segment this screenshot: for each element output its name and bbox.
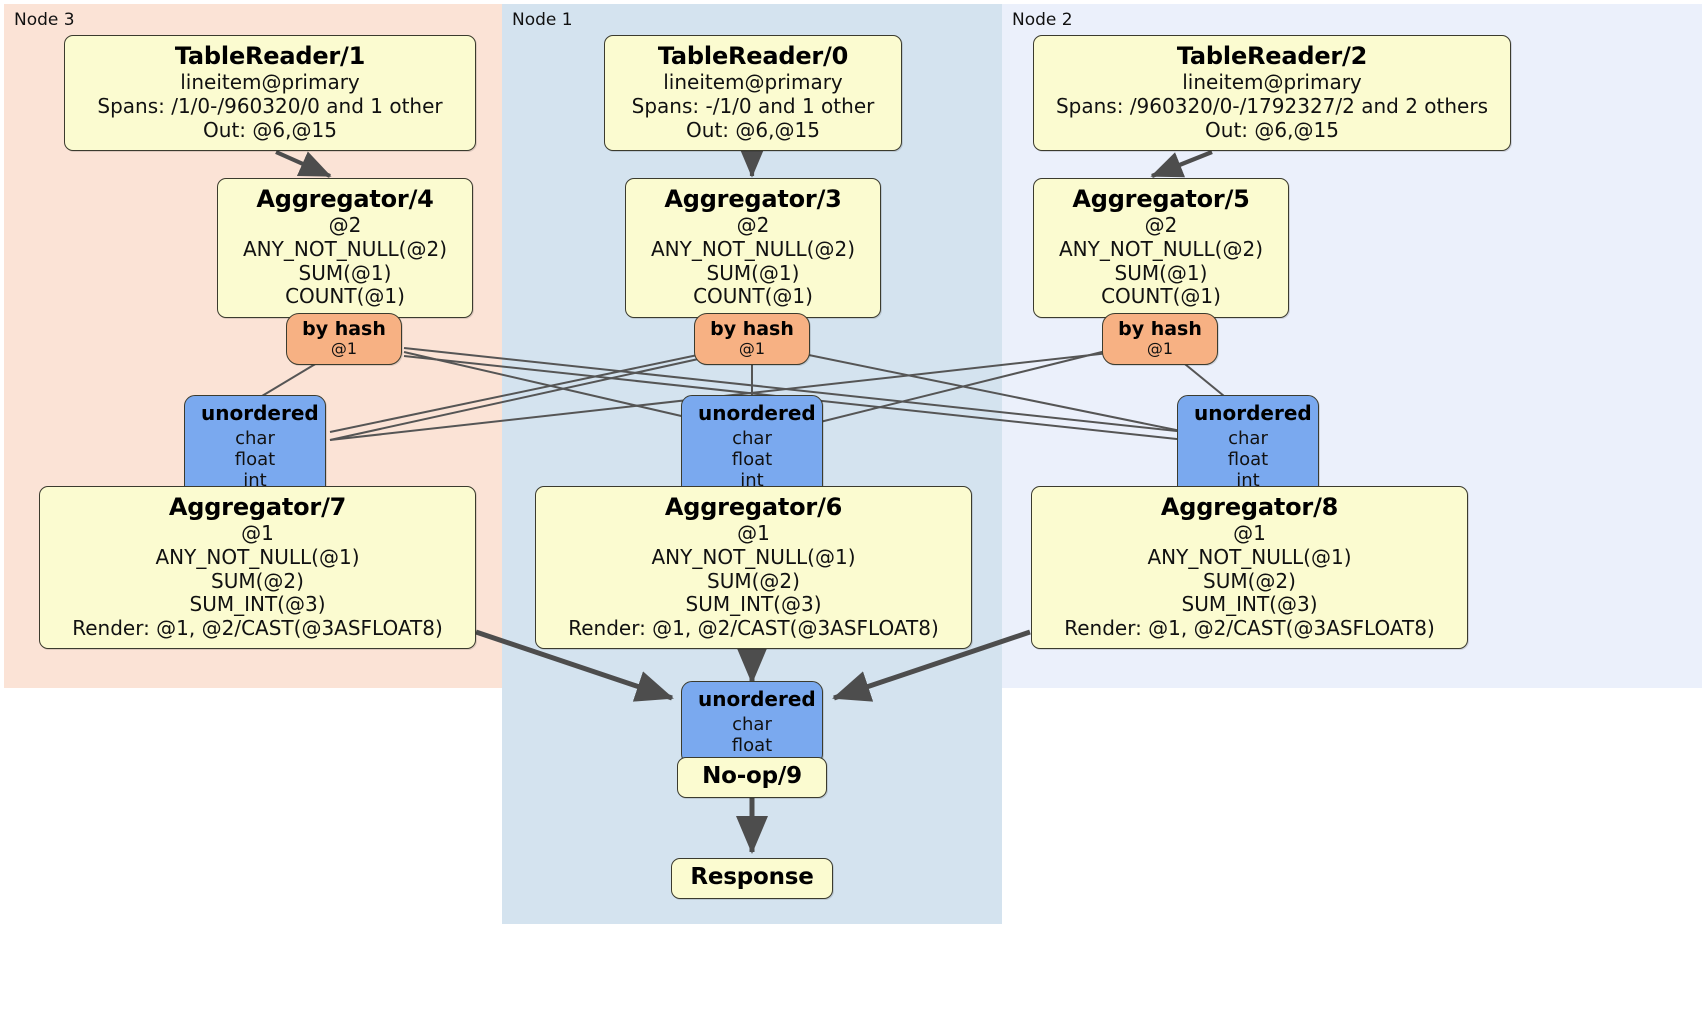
synchronizer-detail: float <box>234 448 276 470</box>
processor-detail: ANY_NOT_NULL(@2) <box>651 236 855 261</box>
processor-detail: SUM_INT(@3) <box>1181 592 1318 617</box>
processor-detail: Spans: /1/0-/960320/0 and 1 other <box>97 93 443 118</box>
processor-tablereader-2[interactable]: TableReader/2 lineitem@primary Spans: /9… <box>1033 35 1511 152</box>
processor-title: TableReader/2 <box>1176 42 1368 70</box>
router-detail: @1 <box>1146 339 1174 359</box>
processor-aggregator-6[interactable]: Aggregator/6 @1 ANY_NOT_NULL(@1) SUM(@2)… <box>535 486 972 650</box>
synchronizer-title: unordered <box>698 401 816 425</box>
synchronizer-detail: int <box>1236 470 1260 492</box>
processor-title: Aggregator/7 <box>168 493 347 521</box>
processor-detail: lineitem@primary <box>180 70 360 95</box>
processor-detail: SUM(@2) <box>211 568 304 593</box>
synchronizer-detail: char <box>732 713 772 735</box>
processor-detail: @2 <box>328 213 362 238</box>
synchronizer-unordered-right[interactable]: unordered char float int <box>1177 395 1319 501</box>
processor-response[interactable]: Response <box>671 858 833 900</box>
processor-detail: Spans: -/1/0 and 1 other <box>631 93 875 118</box>
router-detail: @1 <box>738 339 766 359</box>
synchronizer-title: unordered <box>1194 401 1312 425</box>
processor-title: Response <box>690 864 814 890</box>
synchronizer-detail: float <box>731 734 773 756</box>
processor-detail: Render: @1, @2/CAST(@3ASFLOAT8) <box>72 615 443 640</box>
processor-title: TableReader/0 <box>657 42 849 70</box>
router-by-hash-center[interactable]: by hash @1 <box>694 313 810 366</box>
router-by-hash-left[interactable]: by hash @1 <box>286 313 402 366</box>
processor-detail: @1 <box>241 521 274 546</box>
processor-aggregator-5[interactable]: Aggregator/5 @2 ANY_NOT_NULL(@2) SUM(@1)… <box>1033 178 1289 318</box>
router-by-hash-right[interactable]: by hash @1 <box>1102 313 1218 366</box>
router-title: by hash <box>710 318 794 340</box>
processor-title: Aggregator/5 <box>1072 185 1250 213</box>
processor-detail: Spans: /960320/0-/1792327/2 and 2 others <box>1055 93 1488 118</box>
processor-title: No-op/9 <box>702 763 802 789</box>
processor-aggregator-8[interactable]: Aggregator/8 @1 ANY_NOT_NULL(@1) SUM(@2)… <box>1031 486 1468 650</box>
processor-detail: @2 <box>1144 213 1178 238</box>
processor-detail: SUM(@1) <box>1114 260 1208 285</box>
processor-title: Aggregator/8 <box>1160 493 1339 521</box>
processor-detail: SUM(@2) <box>1203 568 1296 593</box>
processor-detail: SUM(@1) <box>298 260 392 285</box>
processor-detail: SUM(@2) <box>707 568 800 593</box>
synchronizer-detail: int <box>740 470 764 492</box>
synchronizer-title: unordered <box>201 401 319 425</box>
synchronizer-title: unordered <box>698 687 816 711</box>
router-title: by hash <box>1118 318 1202 340</box>
processor-title: Aggregator/6 <box>664 493 843 521</box>
synchronizer-unordered-center[interactable]: unordered char float int <box>681 395 823 501</box>
processor-detail: Out: @6,@15 <box>203 117 337 142</box>
processor-aggregator-4[interactable]: Aggregator/4 @2 ANY_NOT_NULL(@2) SUM(@1)… <box>217 178 473 318</box>
processor-detail: @1 <box>737 521 770 546</box>
processor-detail: Render: @1, @2/CAST(@3ASFLOAT8) <box>1064 615 1435 640</box>
synchronizer-unordered-final[interactable]: unordered char float <box>681 681 823 766</box>
processor-aggregator-7[interactable]: Aggregator/7 @1 ANY_NOT_NULL(@1) SUM(@2)… <box>39 486 476 650</box>
processor-detail: lineitem@primary <box>663 70 843 95</box>
processor-no-op-9[interactable]: No-op/9 <box>677 757 827 799</box>
processor-title: TableReader/1 <box>174 42 366 70</box>
processor-detail: ANY_NOT_NULL(@1) <box>651 544 856 569</box>
panel-label-node-2: Node 2 <box>1012 10 1073 30</box>
synchronizer-detail: char <box>732 427 772 449</box>
processor-detail: COUNT(@1) <box>285 284 405 309</box>
processor-detail: SUM(@1) <box>706 260 800 285</box>
synchronizer-detail: float <box>1227 448 1269 470</box>
processor-tablereader-0[interactable]: TableReader/0 lineitem@primary Spans: -/… <box>604 35 902 152</box>
processor-detail: COUNT(@1) <box>1101 284 1221 309</box>
panel-label-node-3: Node 3 <box>14 10 75 30</box>
router-title: by hash <box>302 318 386 340</box>
processor-detail: Render: @1, @2/CAST(@3ASFLOAT8) <box>568 615 939 640</box>
processor-detail: Out: @6,@15 <box>1205 117 1339 142</box>
processor-detail: ANY_NOT_NULL(@2) <box>1059 236 1263 261</box>
processor-detail: COUNT(@1) <box>693 284 813 309</box>
processor-detail: Out: @6,@15 <box>686 117 820 142</box>
processor-detail: lineitem@primary <box>1182 70 1362 95</box>
panel-label-node-1: Node 1 <box>512 10 573 30</box>
processor-detail: ANY_NOT_NULL(@1) <box>155 544 360 569</box>
processor-detail: @1 <box>1233 521 1266 546</box>
processor-title: Aggregator/3 <box>664 185 842 213</box>
processor-title: Aggregator/4 <box>256 185 434 213</box>
synchronizer-detail: int <box>243 470 267 492</box>
processor-detail: SUM_INT(@3) <box>189 592 326 617</box>
processor-detail: ANY_NOT_NULL(@2) <box>243 236 447 261</box>
processor-detail: @2 <box>736 213 770 238</box>
processor-tablereader-1[interactable]: TableReader/1 lineitem@primary Spans: /1… <box>64 35 476 152</box>
processor-aggregator-3[interactable]: Aggregator/3 @2 ANY_NOT_NULL(@2) SUM(@1)… <box>625 178 881 318</box>
synchronizer-detail: char <box>1228 427 1268 449</box>
processor-detail: SUM_INT(@3) <box>685 592 822 617</box>
router-detail: @1 <box>330 339 358 359</box>
synchronizer-detail: float <box>731 448 773 470</box>
processor-detail: ANY_NOT_NULL(@1) <box>1147 544 1352 569</box>
synchronizer-unordered-left[interactable]: unordered char float int <box>184 395 326 501</box>
synchronizer-detail: char <box>235 427 275 449</box>
